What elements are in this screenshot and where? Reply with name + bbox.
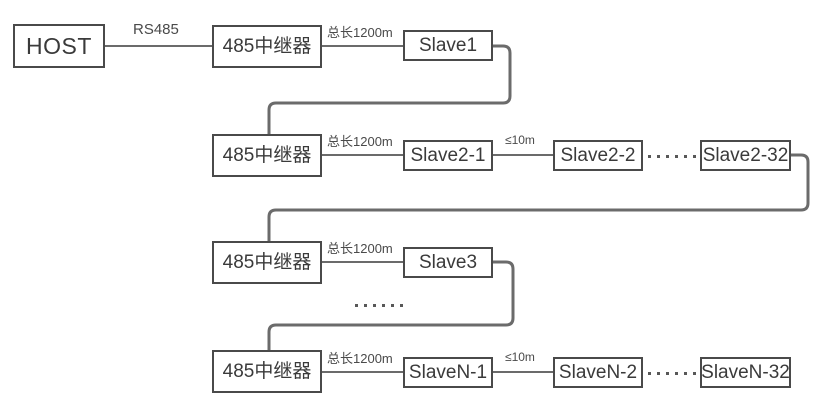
node-repeater-1[interactable]: 485中继器: [212, 25, 322, 68]
node-slave-2-32[interactable]: Slave2-32: [700, 140, 791, 171]
node-slaveN-2[interactable]: SlaveN-2: [553, 357, 643, 388]
wire-slave2-32-to-repeater3: [267, 153, 810, 243]
ellipsis-vertical-rows: [355, 303, 403, 307]
node-slave-2-1[interactable]: Slave2-1: [403, 140, 493, 171]
wire-slave1-to-repeater2: [267, 44, 512, 135]
node-repeater-3[interactable]: 485中继器: [212, 241, 322, 284]
node-host[interactable]: HOST: [13, 24, 105, 68]
node-slaveN-32[interactable]: SlaveN-32: [700, 357, 791, 388]
edge-label-trunk-3: 总长1200m: [325, 241, 395, 256]
edge-label-trunk-4: 总长1200m: [325, 351, 395, 366]
node-slave-1[interactable]: Slave1: [403, 30, 493, 61]
node-slave-2-2[interactable]: Slave2-2: [553, 140, 643, 171]
node-slave-3[interactable]: Slave3: [403, 247, 493, 278]
node-slaveN-1[interactable]: SlaveN-1: [403, 357, 493, 388]
edge-label-trunk-1: 总长1200m: [325, 25, 395, 40]
edge-label-trunk-2: 总长1200m: [325, 134, 395, 149]
ellipsis-row-4: [648, 371, 696, 375]
wire-slave3-to-repeater4: [267, 260, 515, 350]
node-repeater-4[interactable]: 485中继器: [212, 350, 322, 393]
edge-label-rs485: RS485: [131, 21, 181, 38]
edge-label-drop-N: ≤10m: [503, 350, 537, 364]
ellipsis-row-2: [648, 154, 696, 158]
node-repeater-2[interactable]: 485中继器: [212, 134, 322, 177]
edge-label-drop-2: ≤10m: [503, 133, 537, 147]
